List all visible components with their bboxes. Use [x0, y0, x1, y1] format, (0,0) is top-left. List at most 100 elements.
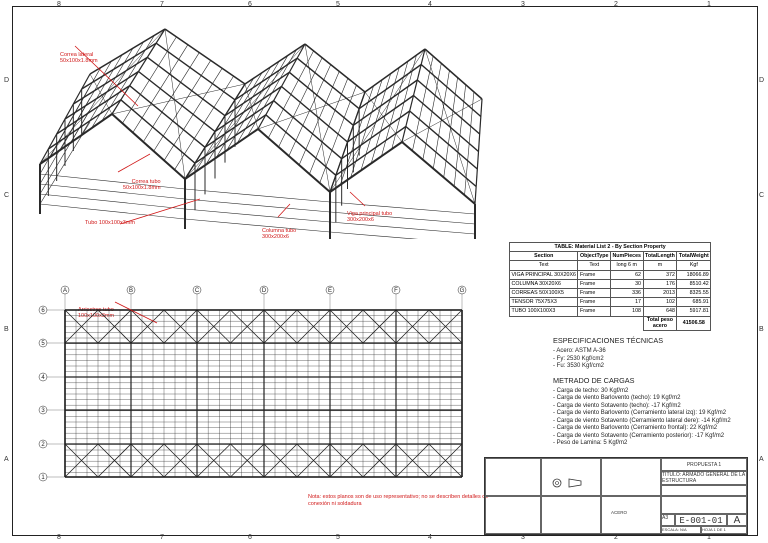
table-header: Section — [508, 251, 579, 262]
plan-column-label: A — [63, 288, 67, 294]
material-table: TABLE: Material List 2 - By Section Prop… — [508, 241, 712, 331]
plan-row-label: 4 — [41, 375, 45, 381]
plan-row-label: 6 — [41, 308, 45, 314]
sheet-row-letter: D — [759, 77, 765, 84]
table-cell: 18066.89 — [676, 269, 712, 280]
structure-3d-view — [39, 28, 483, 239]
table-cell: 17 — [609, 297, 644, 308]
table-cell: 108 — [609, 306, 644, 317]
load-item: - Carga de techo: 30 Kgf/m2 — [553, 387, 629, 394]
total-label: Total peso acero — [642, 315, 678, 331]
table-cell: 372 — [642, 269, 678, 280]
plan-row-label: 5 — [41, 341, 45, 347]
spec-item: - Acero: ASTM A-36 — [553, 348, 606, 355]
material-value: ACERO — [611, 510, 628, 515]
annotation-tubo: Tubo 100x100x3mm — [85, 220, 135, 226]
load-item: - Peso de Lamina: 5 Kgf/m2 — [553, 440, 628, 447]
sheet-row-letter: B — [759, 326, 764, 333]
table-cell: VIGA PRINCIPAL 30X20X6 — [508, 269, 579, 280]
sheet-column-number: 7 — [160, 534, 164, 541]
projection-symbol-icon — [552, 478, 582, 488]
table-cell: Frame — [577, 269, 611, 280]
loads-title: METRADO DE CARGAS — [553, 375, 635, 385]
technical-specs: ESPECIFICACIONES TÉCNICAS - Acero: ASTM … — [553, 333, 731, 448]
title-block: PROPUESTA 1 TÍTULO: ARMADO GENERAL DE LA… — [484, 457, 748, 535]
table-header: ObjectType — [577, 251, 611, 262]
sheet-column-number: 2 — [614, 1, 618, 8]
project-name: PROPUESTA 1 — [661, 458, 747, 471]
table-cell: COLUMNA 30X20X6 — [508, 278, 579, 289]
table-unit: long 6 m — [609, 260, 644, 271]
sheet-column-number: 5 — [336, 534, 340, 541]
total-value: 41506.58 — [676, 315, 712, 331]
sheet-column-number: 7 — [160, 1, 164, 8]
plan-column-label: F — [394, 288, 398, 294]
table-cell: Frame — [577, 278, 611, 289]
sheet-row-letter: C — [4, 192, 10, 199]
sheet-column-number: 6 — [248, 534, 252, 541]
plan-column-label: B — [129, 288, 133, 294]
sheet-border — [12, 6, 758, 536]
sheet-row-letter: B — [4, 326, 9, 333]
table-cell: TUBO 100X100X3 — [508, 306, 579, 317]
sheet-row-letter: D — [4, 77, 10, 84]
table-cell: 2013 — [642, 287, 678, 299]
plan-column-label: G — [460, 288, 465, 294]
drawing-number: E-001-01 — [675, 514, 727, 526]
table-unit: m — [642, 260, 678, 271]
table-cell: 62 — [609, 269, 644, 280]
load-item: - Carga de viento Barlovento (Cerramient… — [553, 425, 718, 432]
table-cell: 5917.81 — [676, 306, 712, 317]
sheet-row-letter: C — [759, 192, 765, 199]
plan-column-label: C — [195, 288, 200, 294]
table-cell: Frame — [577, 306, 611, 317]
sheet-column-number: 3 — [521, 1, 525, 8]
table-unit: Text — [577, 260, 611, 271]
sheet-column-number: 8 — [57, 534, 61, 541]
title-label: TÍTULO: — [662, 472, 682, 478]
table-cell: 8325.55 — [676, 287, 712, 299]
drawing-title: ARMADO GENERAL DE LA ESTRUCTURA — [662, 472, 745, 484]
load-item: - Carga de viento Barlovento (Cerramient… — [553, 410, 727, 417]
table-cell: TENSOR 75X75X3 — [508, 297, 579, 308]
plan-row-label: 2 — [41, 442, 45, 448]
load-item: - Carga de viento Sotavento (techo): -17… — [553, 402, 681, 409]
specs-title: ESPECIFICACIONES TÉCNICAS — [553, 336, 664, 345]
sheet-row-letter: A — [4, 456, 9, 463]
table-cell: 648 — [642, 306, 678, 317]
table-cell: Frame — [577, 297, 611, 308]
load-item: - Carga de viento Sotavento (Cerramiento… — [553, 432, 725, 439]
sheet-column-number: 5 — [336, 1, 340, 8]
table-cell: CORREAS 50X100X5 — [508, 287, 579, 299]
scale: ESCALA: N/A — [661, 526, 701, 534]
load-item: - Carga de viento Barlovento (techo): 19… — [553, 395, 681, 402]
revision: A — [727, 514, 747, 526]
table-header: NumPieces — [609, 251, 644, 262]
sheet-size: A3 — [661, 514, 675, 526]
table-cell: 685.91 — [676, 297, 712, 308]
load-item: - Carga de viento Sotavento (Cerramiento… — [553, 417, 731, 424]
plan-row-label: 3 — [41, 408, 45, 414]
spec-item: - Fu: 3530 Kgf/cm2 — [553, 363, 605, 370]
sheet-column-number: 6 — [248, 1, 252, 8]
sheet-column-number: 3 — [521, 534, 525, 541]
table-cell: 336 — [609, 287, 644, 299]
sheet-column-number: 4 — [428, 534, 432, 541]
table-cell: 30 — [609, 278, 644, 289]
table-cell: 102 — [642, 297, 678, 308]
sheet-column-number: 8 — [57, 1, 61, 8]
sheet-number: HOJA 1 DE 1 — [701, 526, 747, 534]
table-cell: 176 — [642, 278, 678, 289]
sheet-column-number: 1 — [707, 1, 711, 8]
material-table-title: TABLE: Material List 2 - By Section Prop… — [508, 241, 712, 253]
representative-note: Nota: estos planos son de uso representa… — [308, 494, 489, 508]
